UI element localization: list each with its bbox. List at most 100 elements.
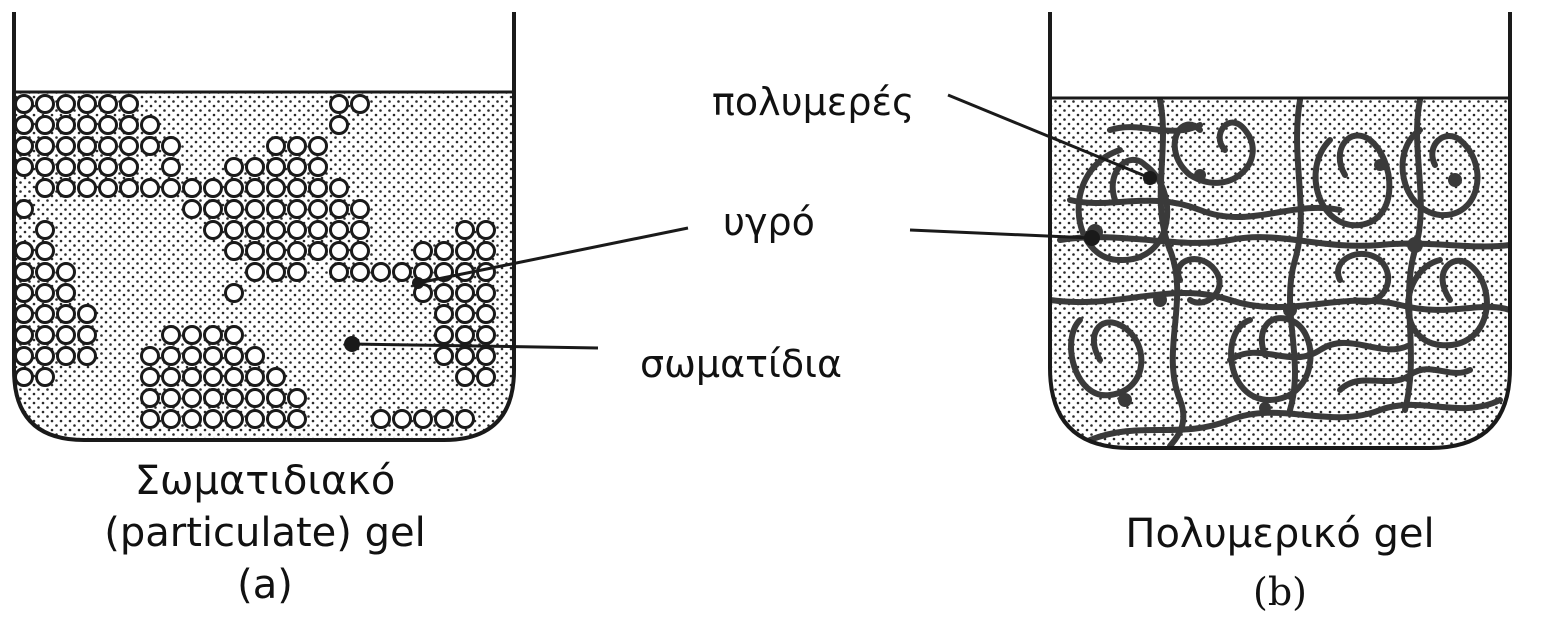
particle xyxy=(331,201,348,218)
caption-b-line2: (b) xyxy=(1040,566,1520,618)
beaker-a xyxy=(14,12,514,440)
particle xyxy=(268,138,285,155)
particle xyxy=(16,369,33,386)
particle xyxy=(79,348,96,365)
particle xyxy=(289,390,306,407)
particle xyxy=(478,306,495,323)
caption-a-line3: (a) xyxy=(40,559,490,611)
particle xyxy=(289,411,306,428)
particle xyxy=(100,138,117,155)
particle xyxy=(37,96,54,113)
particle xyxy=(163,327,180,344)
particle xyxy=(16,117,33,134)
particle xyxy=(415,411,432,428)
particle xyxy=(184,390,201,407)
particle xyxy=(352,201,369,218)
particle xyxy=(478,348,495,365)
particle xyxy=(205,222,222,239)
particle xyxy=(331,96,348,113)
particle xyxy=(16,96,33,113)
particle xyxy=(478,285,495,302)
caption-b: Πολυμερικό gel (b) xyxy=(1040,508,1520,618)
particle xyxy=(310,159,327,176)
particle xyxy=(247,390,264,407)
particle xyxy=(16,243,33,260)
particle xyxy=(352,96,369,113)
particle xyxy=(205,180,222,197)
particle xyxy=(163,138,180,155)
particle xyxy=(142,369,159,386)
particle xyxy=(142,117,159,134)
particle xyxy=(289,159,306,176)
particle xyxy=(268,264,285,281)
caption-a-line1: Σωματιδιακό xyxy=(40,455,490,507)
particle xyxy=(457,285,474,302)
beaker-b xyxy=(1050,12,1510,448)
particle xyxy=(184,180,201,197)
particle xyxy=(226,285,243,302)
particle xyxy=(79,327,96,344)
particle xyxy=(247,411,264,428)
particle xyxy=(226,222,243,239)
particle xyxy=(289,180,306,197)
particle xyxy=(58,180,75,197)
particle xyxy=(16,159,33,176)
particle xyxy=(247,159,264,176)
particle xyxy=(226,390,243,407)
particle xyxy=(289,201,306,218)
particle xyxy=(16,138,33,155)
particle xyxy=(100,159,117,176)
particle xyxy=(184,369,201,386)
particle xyxy=(457,222,474,239)
particle xyxy=(352,243,369,260)
particle xyxy=(184,327,201,344)
particle xyxy=(289,243,306,260)
particle xyxy=(268,159,285,176)
particle xyxy=(163,390,180,407)
particle xyxy=(457,348,474,365)
particle xyxy=(268,180,285,197)
particle xyxy=(247,222,264,239)
particle xyxy=(457,327,474,344)
particle xyxy=(100,96,117,113)
particle xyxy=(268,390,285,407)
particle xyxy=(436,411,453,428)
particle xyxy=(58,285,75,302)
particle xyxy=(142,348,159,365)
particle xyxy=(226,411,243,428)
particle xyxy=(226,243,243,260)
particle xyxy=(37,285,54,302)
particle xyxy=(226,201,243,218)
particle xyxy=(310,222,327,239)
particle xyxy=(16,348,33,365)
particle xyxy=(436,348,453,365)
particle xyxy=(58,138,75,155)
particle xyxy=(394,264,411,281)
particle xyxy=(142,390,159,407)
particle xyxy=(478,327,495,344)
particle xyxy=(226,327,243,344)
particle xyxy=(247,243,264,260)
particle xyxy=(58,264,75,281)
particle xyxy=(37,159,54,176)
particle xyxy=(37,327,54,344)
particle xyxy=(79,117,96,134)
particle xyxy=(37,138,54,155)
particle xyxy=(16,285,33,302)
particle xyxy=(79,159,96,176)
particle xyxy=(58,348,75,365)
particle xyxy=(163,369,180,386)
particle xyxy=(142,180,159,197)
particle xyxy=(16,201,33,218)
particle xyxy=(142,411,159,428)
particle xyxy=(436,306,453,323)
label-particles: σωματίδια xyxy=(640,342,842,386)
particle xyxy=(58,306,75,323)
particle xyxy=(310,201,327,218)
particle xyxy=(58,327,75,344)
particle xyxy=(58,117,75,134)
particle xyxy=(37,180,54,197)
particle xyxy=(331,180,348,197)
particle xyxy=(289,138,306,155)
particle xyxy=(331,264,348,281)
